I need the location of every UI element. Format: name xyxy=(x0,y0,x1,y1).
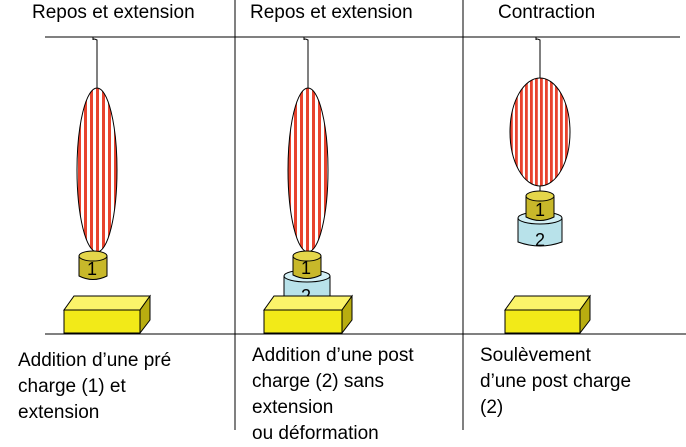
muscle-extended xyxy=(287,87,329,253)
caption-line: extension xyxy=(18,402,100,423)
panel-2: 2 1 xyxy=(263,37,353,335)
weight-1-label: 1 xyxy=(301,258,311,278)
caption-line: (2) xyxy=(480,397,504,418)
weight-1: 1 xyxy=(292,250,322,279)
caption-line: charge (1) et xyxy=(18,376,126,397)
caption-line: extension xyxy=(252,397,334,418)
suspension-thread xyxy=(303,37,309,88)
header-col-2: Repos et extension xyxy=(250,2,413,23)
panel-3: 2 1 xyxy=(504,37,591,335)
support-block-3 xyxy=(504,294,591,335)
weight-2-label: 2 xyxy=(535,230,545,250)
header-col-1: Repos et extension xyxy=(32,2,195,23)
caption-line: Soulèvement xyxy=(480,345,591,366)
muscle-contracted xyxy=(509,77,571,187)
caption-line: Addition d’une pré xyxy=(18,350,172,371)
suspension-thread xyxy=(92,37,98,88)
weight-1: 1 xyxy=(78,250,108,280)
caption-line: d’une post charge xyxy=(480,371,632,392)
header-col-3: Contraction xyxy=(498,2,596,23)
support-block-1 xyxy=(63,294,151,335)
caption-col-1: Addition d’une pré charge (1) et extensi… xyxy=(18,348,243,426)
support-block-2 xyxy=(263,294,353,335)
caption-line: charge (2) sans xyxy=(252,371,385,392)
weight-1-label: 1 xyxy=(87,259,97,279)
muscle-extended xyxy=(76,87,118,253)
suspension-thread xyxy=(535,37,541,78)
caption-col-2: Addition d’une post charge (2) sans exte… xyxy=(252,343,477,447)
weight-1: 1 xyxy=(525,190,555,221)
weight-1-label: 1 xyxy=(535,200,545,220)
caption-line: ou déformation xyxy=(252,423,379,444)
caption-line: Addition d’une post xyxy=(252,345,414,366)
muscle-diagram: 1 2 1 xyxy=(45,0,686,430)
caption-col-3: Soulèvement d’une post charge (2) xyxy=(480,343,686,421)
panel-1: 1 xyxy=(63,37,151,335)
